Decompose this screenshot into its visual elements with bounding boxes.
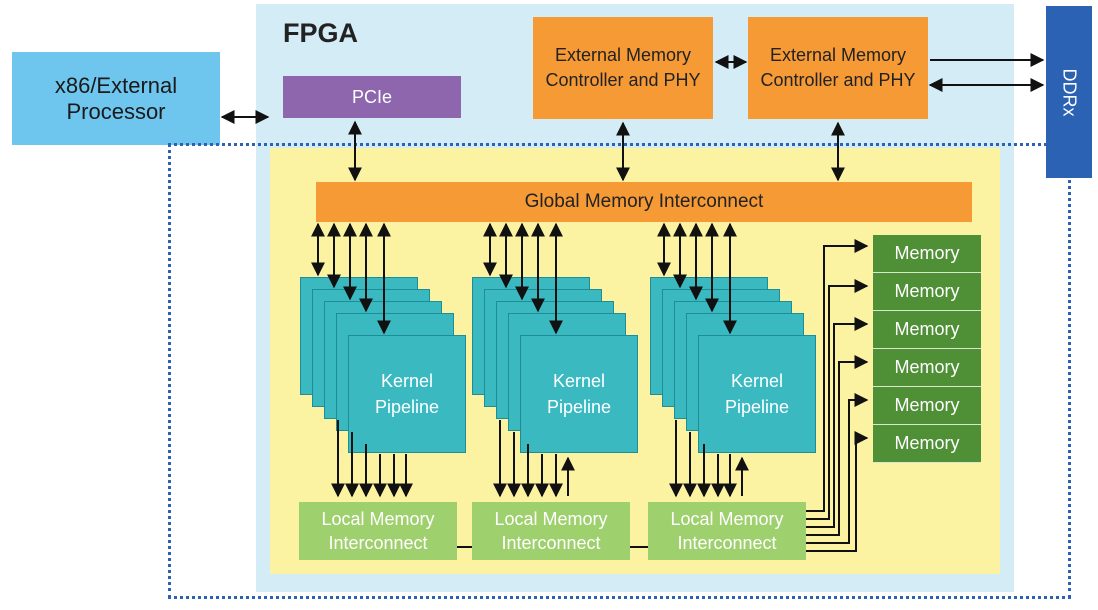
memory-block-1: Memory: [873, 235, 981, 273]
memory-block-4-label: Memory: [894, 357, 960, 377]
local-memory-interconnect-3-label: Local Memory Interconnect: [670, 509, 784, 553]
kernel-pipeline-3-label: Kernel Pipeline: [724, 371, 790, 417]
memory-controller-1-label: External Memory Controller and PHY: [545, 45, 701, 90]
memory-controller-2: External Memory Controller and PHY: [748, 17, 928, 119]
memory-controller-1: External Memory Controller and PHY: [533, 17, 713, 119]
memory-block-4: Memory: [873, 349, 981, 387]
memory-block-2-label: Memory: [894, 281, 960, 301]
local-memory-interconnect-2-label: Local Memory Interconnect: [494, 509, 608, 553]
local-memory-interconnect-3: Local Memory Interconnect: [648, 502, 806, 560]
memory-block-1-label: Memory: [894, 243, 960, 263]
memory-block-6-label: Memory: [894, 433, 960, 453]
lmi-memory-link-2: [806, 279, 869, 520]
memory-controller-2-label: External Memory Controller and PHY: [760, 45, 916, 90]
memory-block-5: Memory: [873, 387, 981, 425]
memory-block-2: Memory: [873, 273, 981, 311]
kernel-pipeline-2-label: Kernel Pipeline: [546, 371, 612, 417]
local-memory-interconnect-1-label: Local Memory Interconnect: [321, 509, 435, 553]
pcie-label: PCIe: [351, 86, 393, 107]
host-processor-label: x86/External Processor: [54, 72, 178, 124]
memory-block-5-label: Memory: [894, 395, 960, 415]
lmi-memory-link-6: [806, 431, 869, 552]
lmi-memory-link-4: [806, 355, 869, 536]
kernel-pipeline-1-label: Kernel Pipeline: [374, 371, 440, 417]
lmi-memory-link-1: [806, 239, 869, 512]
lmi-memory-link-5: [806, 393, 869, 544]
memory-block-3-label: Memory: [894, 319, 960, 339]
global-memory-interconnect: Global Memory Interconnect: [316, 182, 972, 222]
global-memory-interconnect-label: Global Memory Interconnect: [524, 191, 764, 212]
pcie-block: PCIe: [283, 76, 461, 118]
local-memory-interconnect-2: Local Memory Interconnect: [472, 502, 630, 560]
kernel-pipeline-2: Kernel Pipeline: [520, 335, 638, 453]
host-processor-block: x86/External Processor: [12, 52, 220, 145]
kernel-pipeline-1: Kernel Pipeline: [348, 335, 466, 453]
local-memory-interconnect-1: Local Memory Interconnect: [299, 502, 457, 560]
lmi-memory-link-3: [806, 317, 869, 528]
kernel-pipeline-3: Kernel Pipeline: [698, 335, 816, 453]
memory-block-3: Memory: [873, 311, 981, 349]
memory-block-6: Memory: [873, 425, 981, 463]
fpga-title: FPGA: [283, 18, 359, 48]
